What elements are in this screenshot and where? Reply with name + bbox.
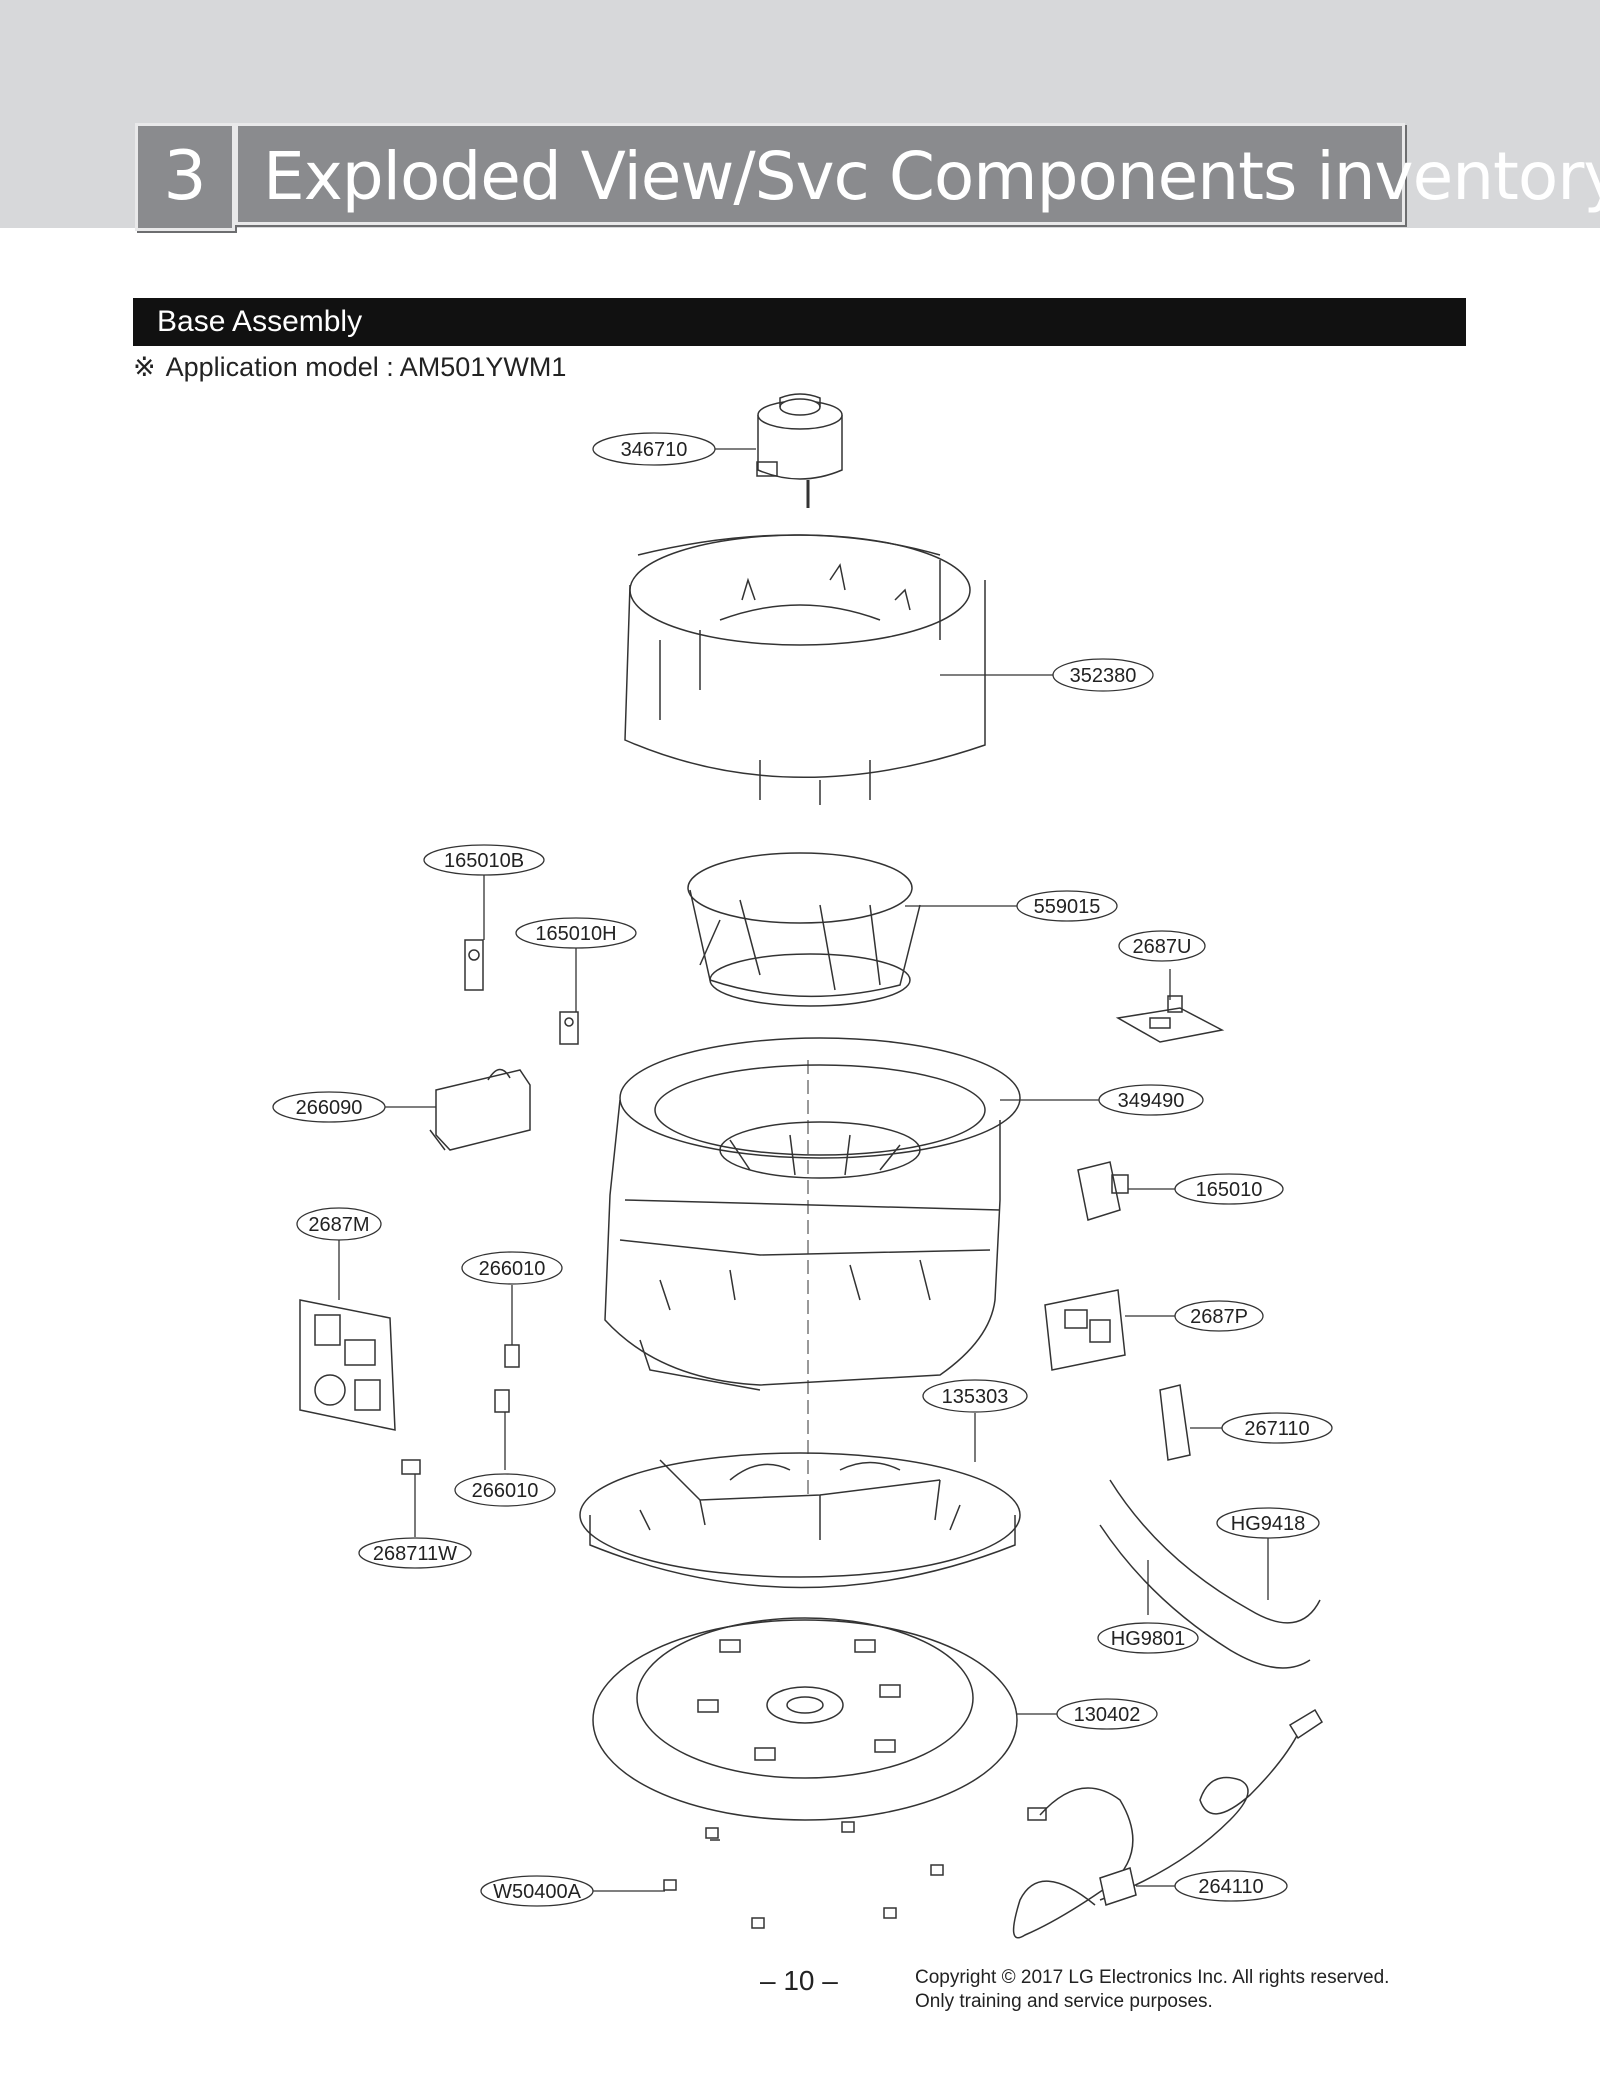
callout-oval <box>1118 930 1206 962</box>
callout-oval <box>1056 1698 1158 1730</box>
callout-oval <box>296 1207 382 1241</box>
fan-housing <box>624 534 986 805</box>
callout-346710: 346710 <box>592 432 716 466</box>
callout-oval <box>461 1251 563 1285</box>
callout-oval <box>1174 1870 1288 1902</box>
rubber-feet <box>663 1821 944 1929</box>
module-165010 <box>1077 1161 1129 1221</box>
part-number-label: 2687M <box>308 1214 369 1236</box>
part-number-label: 2687P <box>1190 1306 1248 1328</box>
callout-W50400A: W50400A <box>480 1875 594 1907</box>
capacitor <box>429 1068 531 1151</box>
blower-wheel <box>687 852 921 1007</box>
part-number-label: 165010B <box>444 850 524 872</box>
lower-base <box>579 1452 1021 1589</box>
part-number-label: 2687U <box>1133 936 1192 958</box>
callout-oval <box>358 1537 472 1569</box>
callout-165010B: 165010B <box>423 844 545 876</box>
callout-268711W: 268711W <box>358 1537 472 1569</box>
note-symbol: ※ <box>133 352 156 382</box>
part-number-label: 135303 <box>942 1386 1009 1408</box>
pcb-2687P <box>1044 1289 1126 1371</box>
copyright-notice: Copyright © 2017 LG Electronics Inc. All… <box>915 1966 1389 2014</box>
part-number-label: 352380 <box>1070 665 1137 687</box>
part-number-label: HG9418 <box>1231 1513 1306 1535</box>
callout-oval <box>515 917 637 949</box>
subsection-title: Base Assembly <box>133 298 1466 346</box>
power-cord <box>1012 1708 1324 1939</box>
callout-HG9801: HG9801 <box>1097 1622 1199 1654</box>
copyright-line-1: Copyright © 2017 LG Electronics Inc. All… <box>915 1967 1390 1988</box>
callout-349490: 349490 <box>1098 1084 1204 1116</box>
callout-oval <box>1216 1507 1320 1539</box>
part-number-label: W50400A <box>493 1881 581 1903</box>
part-number-label: 130402 <box>1074 1704 1141 1726</box>
callout-266010: 266010 <box>454 1473 556 1507</box>
part-number-label: 165010 <box>1196 1179 1263 1201</box>
switch-parts <box>401 1344 520 1475</box>
pcb-2687M <box>299 1299 396 1431</box>
page-number: – 10 – <box>760 1965 838 1996</box>
callout-oval <box>1016 890 1118 922</box>
callout-oval <box>922 1379 1028 1413</box>
part-number-label: 559015 <box>1034 896 1101 918</box>
callout-oval <box>454 1473 556 1507</box>
callout-oval <box>1221 1412 1333 1444</box>
fan-motor <box>756 393 843 508</box>
callout-oval <box>423 844 545 876</box>
section-title: Exploded View/Svc Components inventory <box>235 123 1600 225</box>
application-model-text: Application model : AM501YWM1 <box>165 352 567 382</box>
part-number-label: 266010 <box>479 1258 546 1280</box>
base-plate <box>592 1617 1018 1821</box>
callout-oval <box>1174 1173 1284 1205</box>
callout-165010: 165010 <box>1174 1173 1284 1205</box>
part-number-label: 264110 <box>1198 1876 1263 1898</box>
callout-2687M: 2687M <box>296 1207 382 1241</box>
callout-oval <box>1052 658 1154 692</box>
copyright-line-2: Only training and service purposes. <box>915 1991 1213 2012</box>
callout-oval <box>1098 1084 1204 1116</box>
callout-165010H: 165010H <box>515 917 637 949</box>
callout-266010: 266010 <box>461 1251 563 1285</box>
part-number-label: 266090 <box>296 1097 363 1119</box>
callout-oval <box>1097 1622 1199 1654</box>
filter-267110 <box>1159 1384 1191 1461</box>
callout-oval <box>480 1875 594 1907</box>
part-number-label: 267110 <box>1244 1418 1309 1440</box>
callout-oval <box>1174 1300 1264 1332</box>
callout-135303: 135303 <box>922 1379 1028 1413</box>
callout-559015: 559015 <box>1016 890 1118 922</box>
wire-harnesses <box>1099 1479 1321 1669</box>
callout-oval <box>272 1091 386 1123</box>
part-number-label: 268711W <box>373 1543 457 1565</box>
part-number-label: 165010H <box>535 923 616 945</box>
callout-266090: 266090 <box>272 1091 386 1123</box>
callout-264110: 264110 <box>1174 1870 1288 1902</box>
pcb-2687U <box>1115 995 1225 1043</box>
callout-352380: 352380 <box>1052 658 1154 692</box>
part-number-label: 266010 <box>472 1480 539 1502</box>
part-number-label: 346710 <box>621 439 688 461</box>
callout-130402: 130402 <box>1056 1698 1158 1730</box>
part-number-label: HG9801 <box>1111 1628 1186 1650</box>
callout-2687U: 2687U <box>1118 930 1206 962</box>
sensor-parts <box>464 939 579 1045</box>
application-model-note: ※ Application model : AM501YWM1 <box>133 352 570 383</box>
callout-oval <box>592 432 716 466</box>
section-number: 3 <box>135 123 235 231</box>
callout-2687P: 2687P <box>1174 1300 1264 1332</box>
part-number-label: 349490 <box>1118 1090 1185 1112</box>
upper-base-housing <box>604 1037 1021 1391</box>
callout-HG9418: HG9418 <box>1216 1507 1320 1539</box>
callout-267110: 267110 <box>1221 1412 1333 1444</box>
